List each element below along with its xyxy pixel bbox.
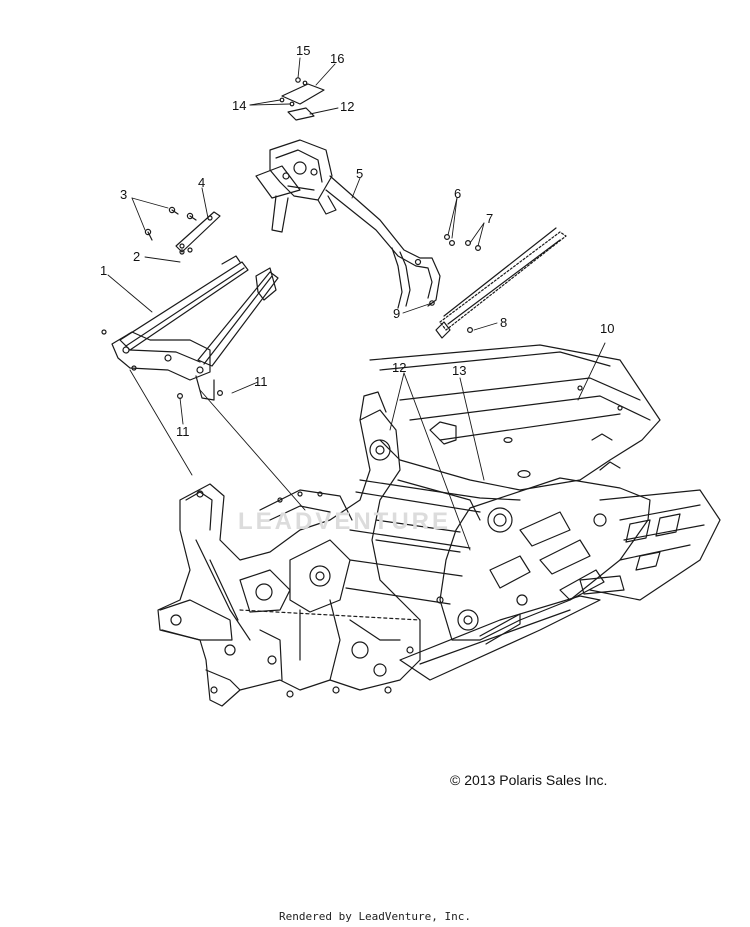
watermark: LEADVENTURE [238,508,452,535]
callout-14: 14 [232,98,247,113]
callout-8: 8 [500,315,508,330]
left-upper-hardware [144,206,221,255]
callout-6: 6 [454,186,462,201]
callout-11-left: 11 [176,424,190,439]
callout-16: 16 [330,51,345,66]
chassis-frame [157,391,481,707]
copyright-text: © 2013 Polaris Sales Inc. [450,772,608,788]
callout-1: 1 [100,263,108,278]
callout-9: 9 [393,306,401,321]
top-hardware [279,77,325,121]
callout-12-top: 12 [340,99,355,114]
callout-12-mid: 12 [392,360,407,375]
rendered-by-text: Rendered by LeadVenture, Inc. [278,910,472,923]
callout-7: 7 [486,211,494,226]
steering-support-arms [101,255,279,401]
callout-11-right: 11 [254,374,268,389]
leader-lines [107,57,606,551]
steering-post-assembly [255,139,441,309]
tunnel [345,344,661,605]
callout-2: 2 [133,249,141,264]
callout-10: 10 [600,321,615,336]
callout-4: 4 [198,175,206,190]
callout-15: 15 [296,43,311,58]
callout-5: 5 [356,166,364,181]
right-hardware [429,227,567,339]
tunnel-side-plate [439,477,651,645]
rear-cooler [579,489,721,601]
callout-13: 13 [452,363,467,378]
callout-3: 3 [120,187,128,202]
tunnel-rail [399,595,601,681]
